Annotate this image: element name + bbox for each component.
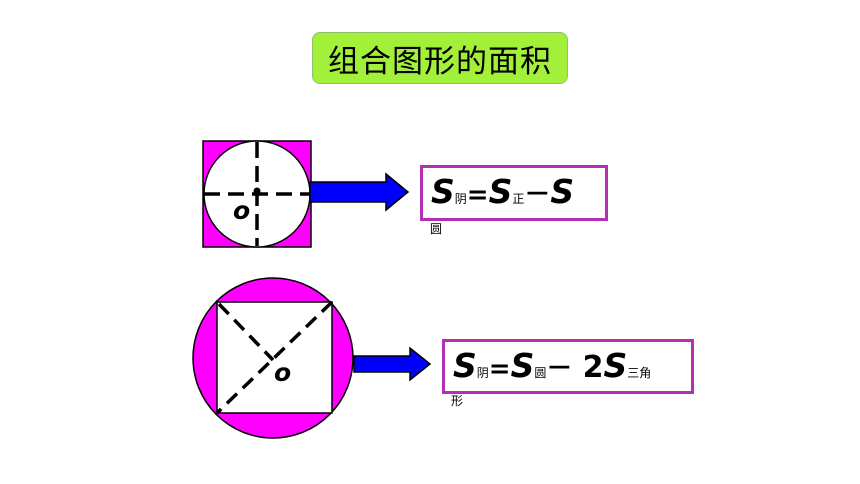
formula-box-1: S阴=S正－S: [420, 165, 608, 221]
subscript-triangle: 三角: [627, 366, 652, 380]
arrow-right-icon: [353, 346, 432, 382]
center-label: o: [274, 358, 292, 387]
subscript-shape: 形: [451, 394, 464, 408]
arrow-right-icon: [309, 172, 410, 212]
dashed-diagonal: [215, 300, 334, 415]
area-symbol: S: [550, 172, 575, 211]
area-symbol: S: [603, 346, 628, 385]
page-title: 组合图形的面积: [312, 32, 568, 84]
formula-1: S阴=S正－S: [431, 172, 574, 211]
center-point: [253, 187, 261, 195]
minus-sign: －: [546, 354, 573, 384]
coefficient: 2: [582, 350, 604, 385]
center-label: o: [233, 196, 251, 225]
minus-sign: －: [524, 180, 551, 210]
formula-box-2: S阴=S圆－ 2S三角: [442, 339, 694, 394]
subscript-square: 正: [512, 192, 525, 206]
subscript-shaded: 阴: [454, 192, 467, 206]
area-symbol: S: [510, 346, 535, 385]
equals-sign: =: [466, 180, 489, 210]
subscript-shaded: 阴: [476, 366, 489, 380]
dashed-half-diagonal: [217, 302, 275, 362]
area-symbol: S: [488, 172, 513, 211]
formula-2: S阴=S圆－ 2S三角: [453, 346, 651, 385]
subscript-circle: 圆: [534, 366, 547, 380]
subscript-circle: 圆: [430, 222, 443, 236]
area-symbol: S: [453, 346, 477, 385]
figure-square-in-circle: [192, 277, 354, 439]
area-symbol: S: [431, 172, 455, 211]
figure-circle-in-square: [202, 140, 312, 248]
equals-sign: =: [488, 354, 511, 384]
